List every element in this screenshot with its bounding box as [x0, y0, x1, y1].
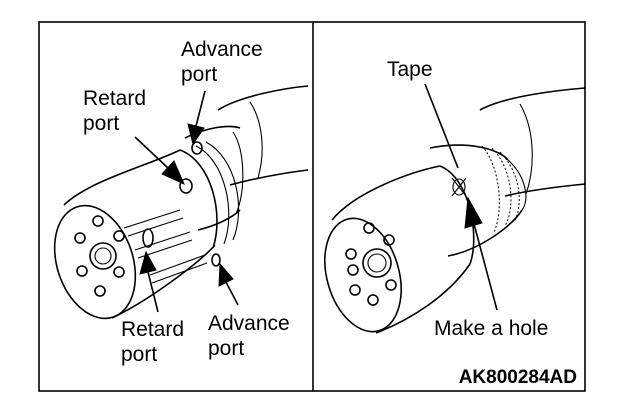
arrow-advance-top [187, 90, 206, 146]
make-hole-label: Make a hole [434, 317, 548, 340]
tape-leader-line [424, 83, 459, 169]
advance-port-bottom-label-line2: port [208, 337, 244, 360]
arrow-make-hole [464, 196, 498, 311]
retard-port-bottom-label-line1: Retard [121, 318, 184, 341]
figure-code: AK800284AD [459, 367, 577, 388]
right-camshaft-illustration [324, 87, 586, 334]
figure-frame [38, 21, 586, 392]
retard-port-bottom-label-line2: port [121, 343, 157, 366]
advance-port-top-label-line2: port [181, 63, 217, 86]
tape-label: Tape [387, 58, 433, 81]
left-camshaft-illustration [53, 85, 309, 320]
arrow-retard-bottom [139, 250, 159, 313]
advance-port-bottom-label-line1: Advance [208, 312, 290, 335]
retard-port-top-label-line1: Retard [83, 87, 146, 110]
advance-port-top-label-line1: Advance [181, 38, 263, 61]
arrow-advance-bottom [218, 262, 239, 306]
arrow-retard-top [134, 136, 185, 185]
retard-port-top-label-line2: port [83, 112, 119, 135]
